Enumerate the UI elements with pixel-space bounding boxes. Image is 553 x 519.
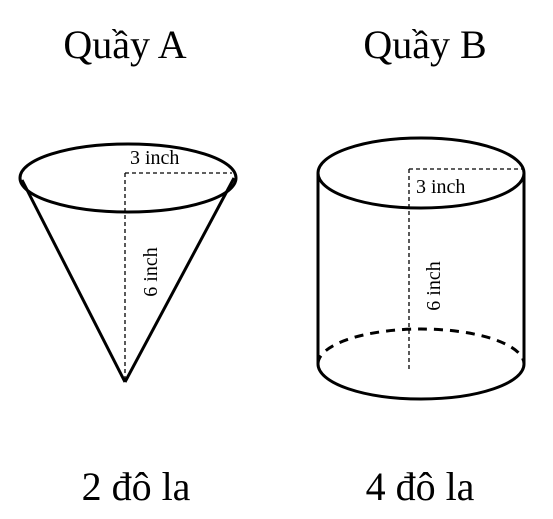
cylinder-bottom-back: [316, 327, 526, 365]
stall-a-price: 2 đô la: [82, 464, 191, 509]
cone-height-label: 6 inch: [140, 247, 162, 296]
stall-b-title: Quầy B: [363, 22, 486, 67]
cylinder-height-label: 6 inch: [423, 261, 445, 310]
stall-a-title: Quầy A: [63, 22, 186, 67]
cone-top-ellipse: [18, 142, 238, 214]
cylinder-radius-label: 3 inch: [416, 176, 465, 198]
stall-b-price: 4 đô la: [366, 464, 475, 509]
stall-b-group: Quầy B 3 inch 6 inch 4 đô la: [316, 22, 526, 509]
cylinder-bottom-front: [316, 363, 526, 401]
cone-side-right: [123, 177, 236, 383]
cone-radius-label: 3 inch: [130, 147, 179, 169]
stall-a-group: Quầy A 3 inch 6 inch 2 đô la: [18, 22, 238, 509]
cone-side-left: [20, 179, 127, 383]
